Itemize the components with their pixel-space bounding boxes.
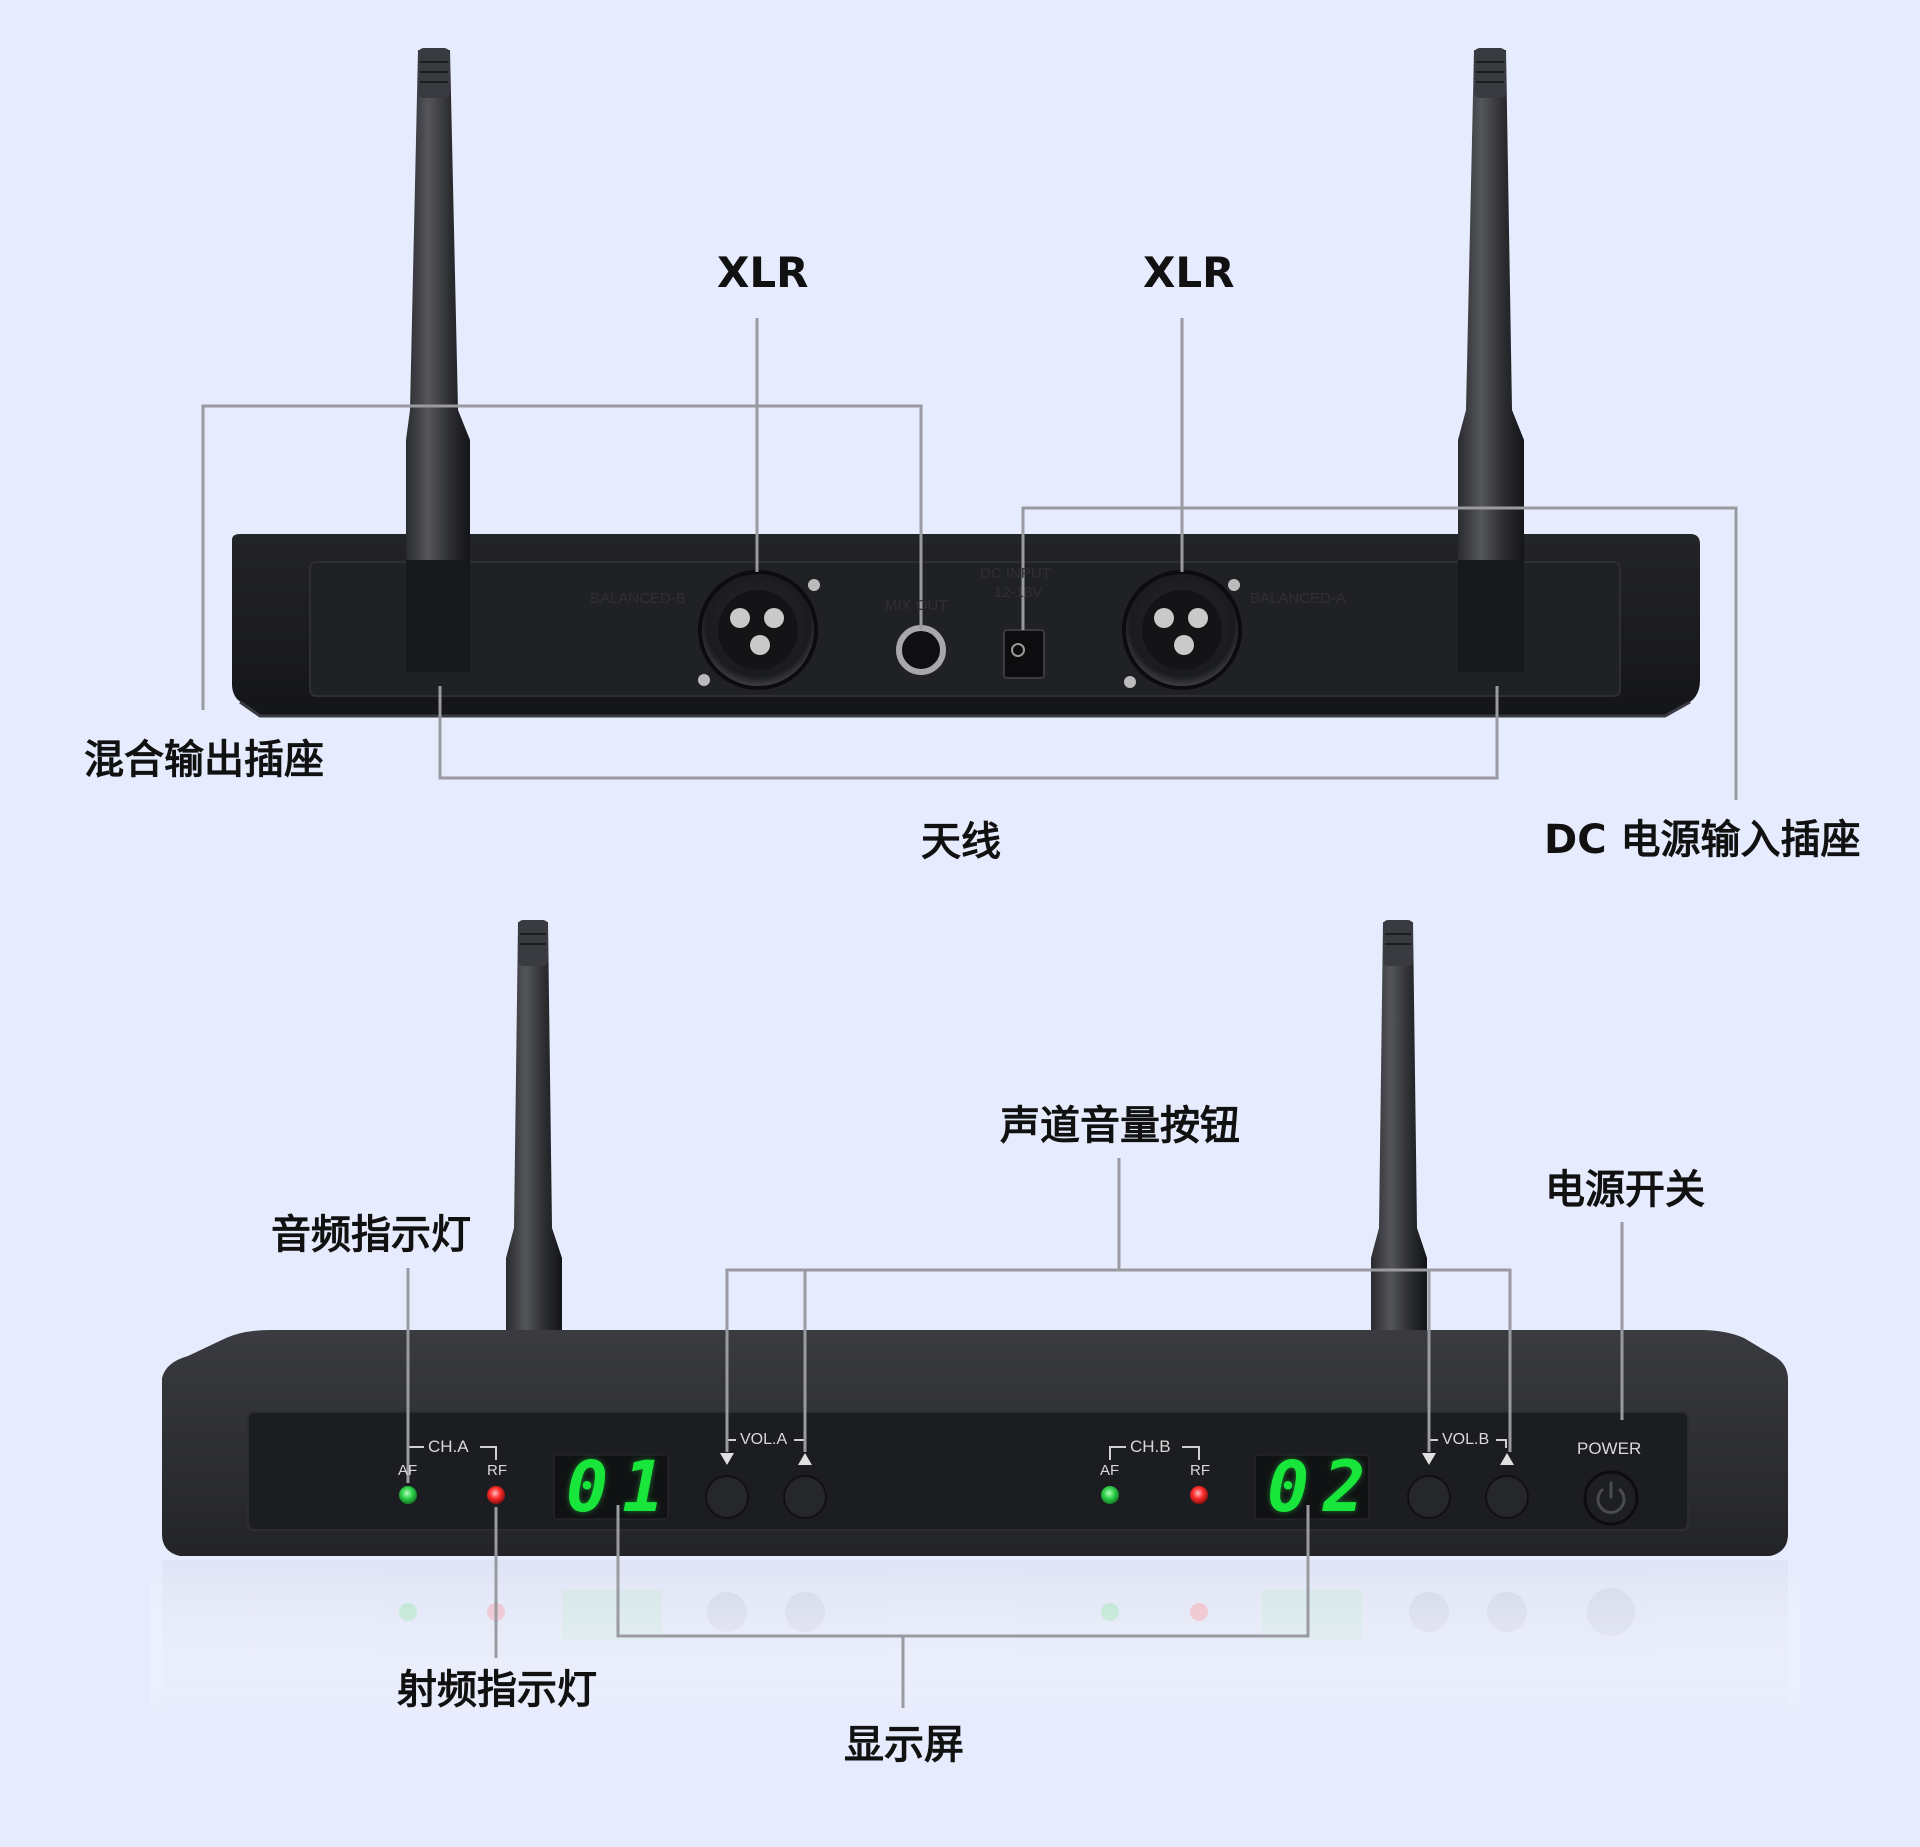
rf-led-b bbox=[1190, 1486, 1208, 1504]
volume-up-icon bbox=[1500, 1453, 1514, 1465]
balanced-a-label: BALANCED-A bbox=[1250, 590, 1346, 607]
callout-audio-indicator: 音频指示灯 bbox=[271, 1212, 471, 1258]
display-a-digits: 01 bbox=[566, 1446, 679, 1528]
front-receiver-body bbox=[162, 1330, 1788, 1556]
balanced-b-label: BALANCED-B bbox=[590, 590, 686, 607]
vol-b-label: VOL.B bbox=[1442, 1431, 1490, 1448]
rear-leader-lines bbox=[201, 318, 1738, 800]
callout-dc-power-input: DC 电源输入插座 bbox=[1544, 817, 1861, 863]
rear-receiver-body bbox=[232, 534, 1700, 718]
display-b-digits: 02 bbox=[1267, 1446, 1380, 1528]
rf-led-a bbox=[487, 1486, 505, 1504]
front-antenna-left bbox=[506, 920, 562, 1335]
rear-antenna-left bbox=[406, 48, 470, 672]
xlr-connector-b[interactable] bbox=[698, 570, 820, 690]
rf-a-label: RF bbox=[487, 1462, 507, 1479]
front-leader-lines bbox=[406, 1158, 1624, 1708]
af-b-label: AF bbox=[1100, 1462, 1120, 1479]
dc-input-label: DC INPUT bbox=[980, 565, 1051, 582]
mix-out-label: MIX OUT bbox=[885, 597, 948, 614]
callout-xlr-left: XLR bbox=[717, 248, 809, 297]
rf-b-label: RF bbox=[1190, 1462, 1210, 1479]
callout-xlr-right: XLR bbox=[1143, 248, 1235, 297]
callout-rf-indicator: 射频指示灯 bbox=[397, 1667, 597, 1713]
ch-a-label: CH.A bbox=[428, 1437, 469, 1456]
vol-b-up-button[interactable] bbox=[1485, 1475, 1529, 1519]
power-icon bbox=[1596, 1481, 1626, 1514]
mix-out-jack[interactable] bbox=[896, 625, 946, 675]
af-led-b bbox=[1101, 1486, 1119, 1504]
volume-down-icon bbox=[1422, 1453, 1436, 1465]
volume-down-icon bbox=[720, 1453, 734, 1465]
dc-input-jack[interactable] bbox=[1003, 629, 1045, 679]
callout-power-switch: 电源开关 bbox=[1545, 1167, 1705, 1213]
voltage-label: 12-18V bbox=[994, 584, 1043, 601]
xlr-connector-a[interactable] bbox=[1122, 570, 1242, 690]
front-antenna-right bbox=[1371, 920, 1427, 1335]
callout-mix-output-jack: 混合输出插座 bbox=[84, 737, 324, 783]
power-label: POWER bbox=[1577, 1439, 1642, 1458]
callout-antenna: 天线 bbox=[921, 819, 1001, 865]
af-led-a bbox=[399, 1486, 417, 1504]
rear-antenna-right bbox=[1458, 48, 1524, 672]
volume-up-icon bbox=[798, 1453, 812, 1465]
power-button[interactable] bbox=[1583, 1470, 1639, 1526]
vol-a-label: VOL.A bbox=[740, 1431, 788, 1448]
af-a-label: AF bbox=[398, 1462, 418, 1479]
callout-channel-volume-buttons: 声道音量按钮 bbox=[1000, 1103, 1240, 1149]
vol-b-down-button[interactable] bbox=[1407, 1475, 1451, 1519]
ch-b-label: CH.B bbox=[1130, 1437, 1171, 1456]
vol-a-up-button[interactable] bbox=[783, 1475, 827, 1519]
display-window-b bbox=[1254, 1454, 1370, 1520]
vol-a-down-button[interactable] bbox=[705, 1475, 749, 1519]
callout-display: 显示屏 bbox=[844, 1722, 964, 1768]
display-window-a bbox=[553, 1454, 669, 1520]
